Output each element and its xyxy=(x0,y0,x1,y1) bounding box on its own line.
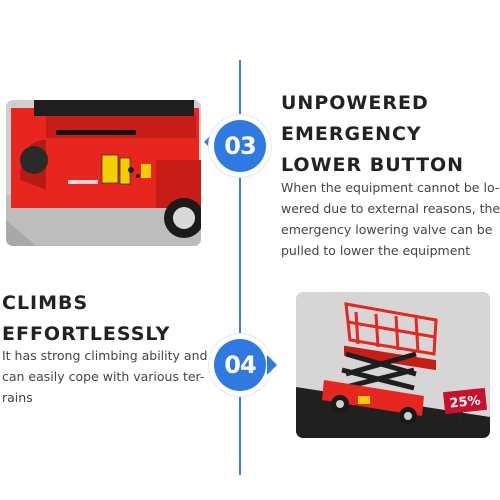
description-line: rains xyxy=(2,390,33,405)
pointer-04 xyxy=(267,355,277,375)
step-badge-04: 04 xyxy=(214,339,266,391)
section-03-title: UNPOWERED EMERGENCY LOWER BUTTON xyxy=(281,88,464,181)
section-03-description: When the equipment cannot be lo- wered d… xyxy=(281,177,500,261)
step-badge-03: 03 xyxy=(214,120,266,172)
title-line: EMERGENCY xyxy=(281,123,422,145)
description-line: emergency lowering valve can be xyxy=(281,222,493,237)
timeline-divider xyxy=(239,60,241,475)
machine-base-photo xyxy=(6,100,201,246)
slope-sign-label: 25% xyxy=(449,393,482,411)
pointer-03 xyxy=(204,132,214,152)
step-number-03: 03 xyxy=(224,132,256,160)
title-line: CLIMBS xyxy=(2,292,89,314)
title-line: EFFORTLESSLY xyxy=(2,323,171,345)
step-number-04: 04 xyxy=(224,351,256,379)
title-line: UNPOWERED xyxy=(281,92,429,114)
description-line: It has strong climbing ability and xyxy=(2,348,208,363)
description-line: pulled to lower the equipment xyxy=(281,243,471,258)
scissor-lift-on-slope-photo: 25% xyxy=(296,292,490,438)
description-line: When the equipment cannot be lo- xyxy=(281,180,500,195)
description-line: wered due to external reasons, the xyxy=(281,201,500,216)
description-line: can easily cope with various ter- xyxy=(2,369,205,384)
title-line: LOWER BUTTON xyxy=(281,154,465,176)
section-04-description: It has strong climbing ability and can e… xyxy=(2,345,207,408)
section-04-title: CLIMBS EFFORTLESSLY xyxy=(2,288,170,350)
